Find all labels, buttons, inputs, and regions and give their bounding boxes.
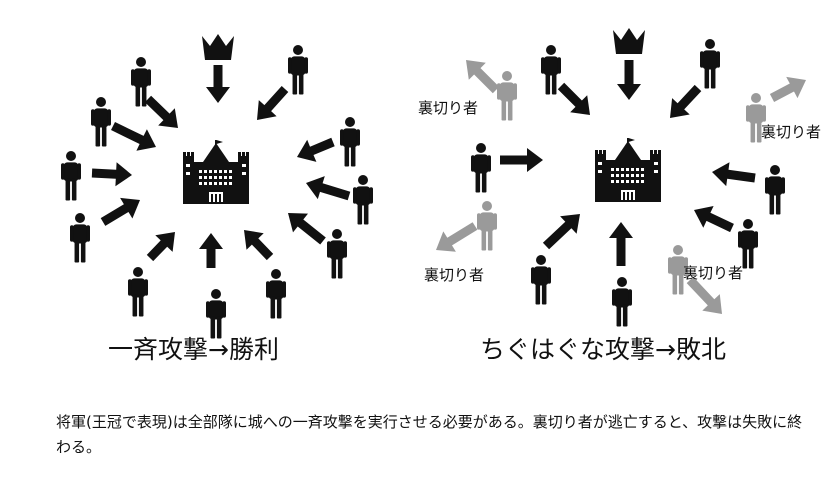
soldier-icon <box>91 97 111 147</box>
attack-arrow <box>111 122 156 151</box>
attack-arrow <box>542 214 580 250</box>
crown-icon <box>202 34 234 60</box>
attack-arrow <box>557 82 590 115</box>
soldier-icon <box>266 269 286 319</box>
traitor-label-3: 裏切り者 <box>424 266 485 284</box>
soldier-icon <box>765 165 785 215</box>
soldier-icon <box>471 143 491 193</box>
traitor-icon <box>477 201 497 251</box>
attack-arrow <box>257 86 289 120</box>
attack-arrow <box>609 222 633 266</box>
soldier-icon <box>353 175 373 225</box>
left-caption: 一斉攻撃→勝利 <box>108 335 279 364</box>
soldier-icon <box>541 45 561 95</box>
castle-icon <box>595 138 661 202</box>
crown-icon <box>613 28 645 54</box>
traitor-label-1: 裏切り者 <box>418 99 479 117</box>
soldier-icon <box>700 39 720 89</box>
soldier-icon <box>70 213 90 263</box>
attack-arrow <box>244 230 274 261</box>
traitor-icon <box>497 71 517 121</box>
attack-arrow <box>144 95 178 128</box>
soldier-icon <box>340 117 360 167</box>
soldier-icon <box>61 151 81 201</box>
attack-arrow <box>297 137 335 162</box>
attack-arrow <box>146 232 175 262</box>
soldier-icon <box>327 229 347 279</box>
attack-arrow <box>694 206 734 233</box>
attack-arrow <box>306 176 351 201</box>
escape-arrow <box>686 276 722 314</box>
attack-arrow <box>100 197 140 226</box>
attack-arrow <box>500 148 543 172</box>
traitor-label-4: 裏切り者 <box>683 264 744 282</box>
attack-arrow <box>617 60 641 100</box>
attack-arrow <box>670 84 702 118</box>
attack-arrow <box>712 162 756 187</box>
traitor-label-2: 裏切り者 <box>761 123 822 141</box>
soldier-icon <box>288 45 308 95</box>
soldier-icon <box>612 277 632 327</box>
attack-arrow <box>206 65 230 103</box>
attack-arrow <box>91 162 132 187</box>
escape-arrow <box>436 222 478 252</box>
left-diagram <box>61 34 373 339</box>
soldier-icon <box>128 267 148 317</box>
explanation-text: 将軍(王冠で表現)は全部隊に城への一斉攻撃を実行させる必要がある。裏切り者が逃亡… <box>56 413 803 456</box>
right-diagram <box>436 28 806 327</box>
escape-arrow <box>466 60 500 94</box>
soldier-icon <box>531 255 551 305</box>
escape-arrow <box>769 76 806 102</box>
attack-arrow <box>288 213 326 245</box>
right-caption: ちぐはぐな攻撃→敗北 <box>480 335 726 364</box>
attack-arrow <box>199 233 223 268</box>
castle-icon <box>183 140 249 204</box>
